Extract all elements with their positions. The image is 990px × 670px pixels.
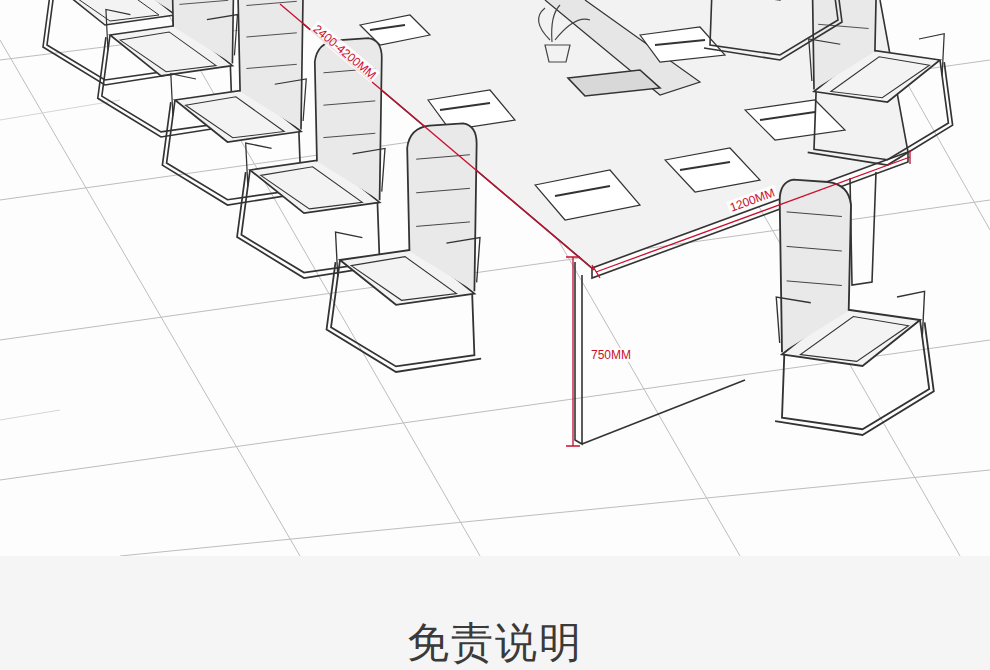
section-title: 免责说明 [407, 620, 583, 666]
dimension-label: 750MM [589, 348, 633, 362]
dimension-lines [280, 4, 910, 446]
chairs [43, 0, 953, 435]
